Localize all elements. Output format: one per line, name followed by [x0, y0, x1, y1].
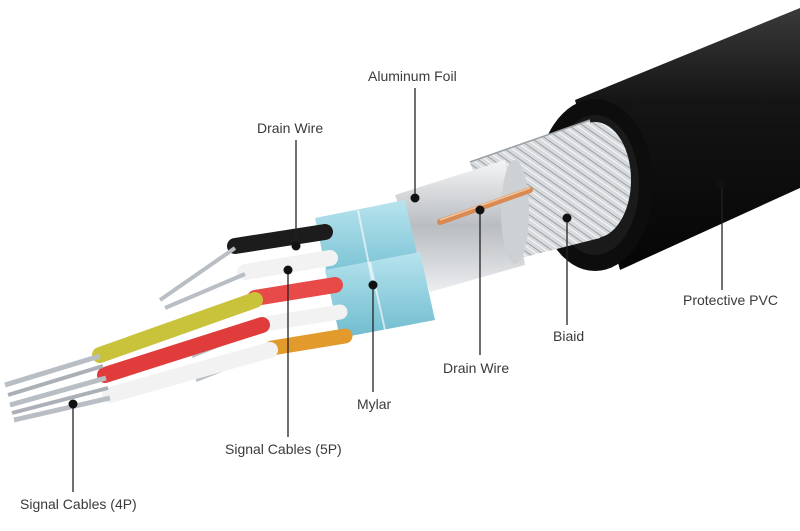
- drain-wire-copper: [437, 187, 533, 225]
- label-drain-wire-top: Drain Wire: [257, 120, 323, 136]
- mylar-wrap: [315, 200, 435, 338]
- leader-drain-wire-top: [291, 140, 301, 251]
- label-aluminum-foil: Aluminum Foil: [368, 68, 457, 84]
- label-signal-cables-5p: Signal Cables (5P): [225, 441, 342, 457]
- label-biaid: Biaid: [553, 328, 584, 344]
- label-signal-cables-4p: Signal Cables (4P): [20, 496, 137, 512]
- label-drain-wire-bottom: Drain Wire: [443, 360, 509, 376]
- label-mylar: Mylar: [357, 396, 392, 412]
- leader-mylar: [368, 280, 378, 392]
- leader-drain-wire-bottom: [475, 205, 485, 355]
- leader-protective-pvc: [717, 179, 727, 290]
- label-protective-pvc: Protective PVC: [683, 292, 778, 308]
- leader-aluminum-foil: [410, 88, 420, 203]
- signal-cables-4p: [4, 292, 278, 423]
- leader-biaid: [562, 213, 572, 325]
- leader-signal-cables-5p: [283, 265, 293, 437]
- leader-signal-cables-4p: [68, 399, 78, 492]
- aluminum-foil-shield: [395, 160, 529, 292]
